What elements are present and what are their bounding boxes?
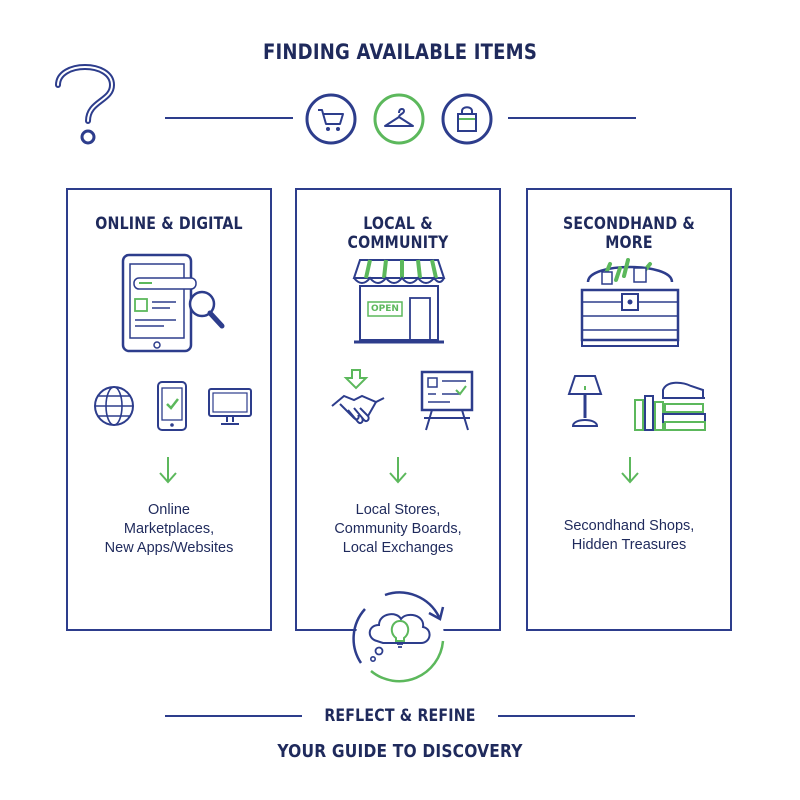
description-line: Secondhand Shops,	[563, 518, 695, 534]
lamp-icon	[567, 375, 603, 427]
storefront-icon	[352, 259, 446, 344]
footer-right-rule	[498, 715, 635, 717]
down-arrow-icon	[389, 457, 407, 484]
column-description: Secondhand Shops, Hidden Treasures	[528, 517, 730, 555]
globe-icon	[94, 386, 134, 426]
description-line: Hidden Treasures	[571, 537, 687, 553]
footer-left-rule	[165, 715, 302, 717]
tablet-search-icon	[121, 253, 225, 353]
desktop-monitor-icon	[208, 388, 252, 425]
description-line: New Apps/Websites	[104, 540, 234, 556]
question-mark-icon	[55, 64, 116, 145]
header-left-rule	[165, 117, 293, 119]
shopping-bag-icon	[441, 93, 493, 145]
column-title: LOCAL & COMMUNITY	[347, 214, 449, 252]
description-line: Community Boards,	[334, 521, 462, 537]
store-open-sign: OPEN	[371, 304, 399, 314]
reflect-refine-label: REFLECT & REFINE	[324, 706, 476, 725]
books-and-shoe-icon	[634, 381, 706, 431]
column-title: ONLINE & DIGITAL	[95, 214, 243, 233]
shopping-cart-icon	[305, 93, 357, 145]
down-arrow-icon	[621, 457, 639, 484]
column-description: Online Marketplaces, New Apps/Websites	[68, 501, 270, 558]
header-right-rule	[508, 117, 636, 119]
down-arrow-icon	[159, 457, 177, 484]
column-title: SECONDHAND & MORE	[563, 214, 695, 252]
handshake-icon	[331, 369, 385, 425]
guide-tagline: YOUR GUIDE TO DISCOVERY	[277, 741, 523, 762]
description-line: Local Exchanges	[342, 540, 454, 556]
page-title: FINDING AVAILABLE ITEMS	[262, 40, 537, 64]
smartphone-check-icon	[157, 381, 187, 431]
column-description: Local Stores, Community Boards, Local Ex…	[297, 501, 499, 558]
description-line: Online	[148, 502, 190, 518]
bulletin-board-icon	[420, 370, 474, 431]
clothes-hanger-icon	[373, 93, 425, 145]
description-line: Local Stores,	[355, 502, 441, 518]
thought-cycle-lightbulb-icon	[352, 591, 445, 683]
description-line: Marketplaces,	[123, 521, 215, 537]
treasure-chest-icon	[580, 258, 680, 347]
